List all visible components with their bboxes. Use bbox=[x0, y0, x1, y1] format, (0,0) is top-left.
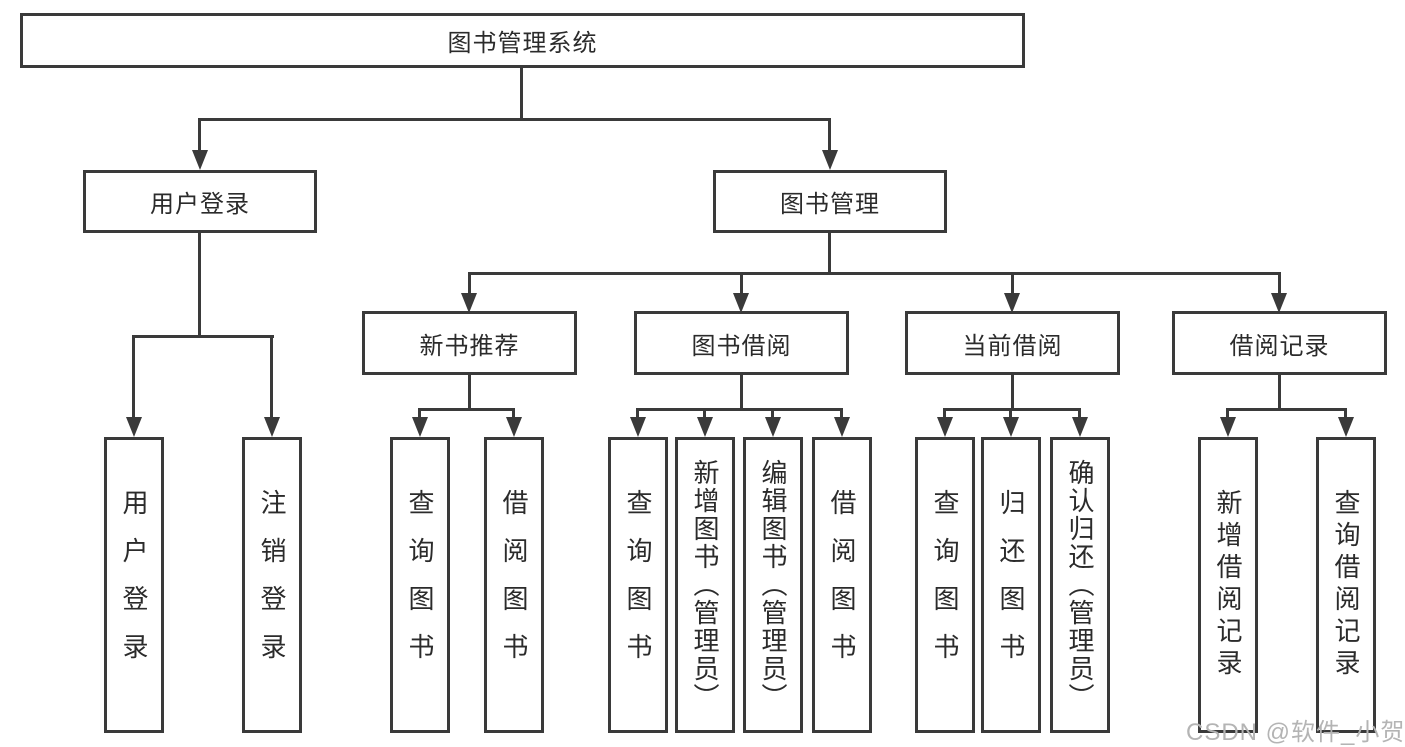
arrow-down-icon bbox=[834, 417, 850, 437]
node-book-borrowing: 图书借阅 bbox=[634, 311, 849, 375]
connector-line bbox=[1011, 272, 1014, 295]
leaf-label: 新增借阅记录 bbox=[1213, 489, 1243, 681]
connector-line bbox=[198, 233, 201, 338]
arrow-down-icon bbox=[192, 150, 208, 170]
connector-line bbox=[1011, 375, 1014, 411]
node-library-management-system: 图书管理系统 bbox=[20, 13, 1025, 68]
connector-line bbox=[198, 118, 201, 152]
arrow-down-icon bbox=[1003, 417, 1019, 437]
connector-line bbox=[703, 408, 706, 421]
leaf-query-books: 查询图书 bbox=[608, 437, 668, 733]
leaf-confirm-return-admin: 确认归还（管理员） bbox=[1050, 437, 1110, 733]
leaf-borrow-books: 借阅图书 bbox=[484, 437, 544, 733]
leaf-edit-book-admin: 编辑图书（管理员） bbox=[743, 437, 803, 733]
leaf-user-login: 用户登录 bbox=[104, 437, 164, 733]
connector-line bbox=[418, 408, 515, 411]
arrow-down-icon bbox=[1004, 293, 1020, 313]
connector-line bbox=[1344, 408, 1347, 421]
leaf-query-books: 查询图书 bbox=[390, 437, 450, 733]
arrow-down-icon bbox=[1072, 417, 1088, 437]
leaf-label: 用户登录 bbox=[119, 489, 149, 681]
leaf-label: 查询图书 bbox=[405, 489, 435, 681]
arrow-down-icon bbox=[126, 417, 142, 437]
connector-line bbox=[943, 408, 946, 421]
connector-line bbox=[270, 335, 273, 420]
connector-line bbox=[418, 408, 421, 421]
connector-line bbox=[840, 408, 843, 421]
connector-line bbox=[198, 118, 831, 121]
leaf-label: 新增图书（管理员） bbox=[690, 459, 720, 711]
connector-line bbox=[740, 272, 743, 295]
leaf-add-borrow-record: 新增借阅记录 bbox=[1198, 437, 1258, 733]
connector-line bbox=[468, 272, 1281, 275]
node-book-management: 图书管理 bbox=[713, 170, 947, 233]
connector-line bbox=[132, 335, 274, 338]
leaf-add-book-admin: 新增图书（管理员） bbox=[675, 437, 735, 733]
connector-line bbox=[1226, 408, 1229, 421]
node-user-login: 用户登录 bbox=[83, 170, 317, 233]
connector-line bbox=[1226, 408, 1347, 411]
leaf-label: 查询图书 bbox=[930, 489, 960, 681]
connector-line bbox=[828, 118, 831, 152]
leaf-label: 查询图书 bbox=[623, 489, 653, 681]
connector-line bbox=[132, 335, 135, 420]
connector-line bbox=[740, 375, 743, 411]
connector-line bbox=[468, 375, 471, 411]
connector-line bbox=[1078, 408, 1081, 421]
connector-line bbox=[468, 272, 471, 295]
arrow-down-icon bbox=[412, 417, 428, 437]
connector-line bbox=[520, 68, 523, 121]
arrow-down-icon bbox=[630, 417, 646, 437]
leaf-label: 编辑图书（管理员） bbox=[758, 459, 788, 711]
connector-line bbox=[771, 408, 774, 421]
leaf-label: 查询借阅记录 bbox=[1331, 489, 1361, 681]
connector-line bbox=[1278, 272, 1281, 295]
arrow-down-icon bbox=[264, 417, 280, 437]
arrow-down-icon bbox=[822, 150, 838, 170]
connector-line bbox=[943, 408, 1081, 411]
leaf-label: 借阅图书 bbox=[499, 489, 529, 681]
arrow-down-icon bbox=[506, 417, 522, 437]
arrow-down-icon bbox=[697, 417, 713, 437]
arrow-down-icon bbox=[937, 417, 953, 437]
connector-line bbox=[636, 408, 639, 421]
connector-line bbox=[636, 408, 843, 411]
connector-line bbox=[1009, 408, 1012, 421]
arrow-down-icon bbox=[461, 293, 477, 313]
leaf-return-books: 归还图书 bbox=[981, 437, 1041, 733]
leaf-label: 确认归还（管理员） bbox=[1065, 459, 1095, 711]
node-current-borrowing: 当前借阅 bbox=[905, 311, 1120, 375]
arrow-down-icon bbox=[765, 417, 781, 437]
node-borrowing-records: 借阅记录 bbox=[1172, 311, 1387, 375]
leaf-query-books: 查询图书 bbox=[915, 437, 975, 733]
arrow-down-icon bbox=[1271, 293, 1287, 313]
csdn-watermark: CSDN @软件_小贺同学 bbox=[1186, 719, 1405, 746]
leaf-label: 借阅图书 bbox=[827, 489, 857, 681]
leaf-query-borrow-record: 查询借阅记录 bbox=[1316, 437, 1376, 733]
leaf-label: 归还图书 bbox=[996, 489, 1026, 681]
leaf-logout: 注销登录 bbox=[242, 437, 302, 733]
connector-line bbox=[512, 408, 515, 421]
leaf-label: 注销登录 bbox=[257, 489, 287, 681]
connector-line bbox=[828, 233, 831, 275]
leaf-borrow-books: 借阅图书 bbox=[812, 437, 872, 733]
arrow-down-icon bbox=[733, 293, 749, 313]
node-new-book-recommend: 新书推荐 bbox=[362, 311, 577, 375]
arrow-down-icon bbox=[1220, 417, 1236, 437]
arrow-down-icon bbox=[1338, 417, 1354, 437]
connector-line bbox=[1278, 375, 1281, 411]
